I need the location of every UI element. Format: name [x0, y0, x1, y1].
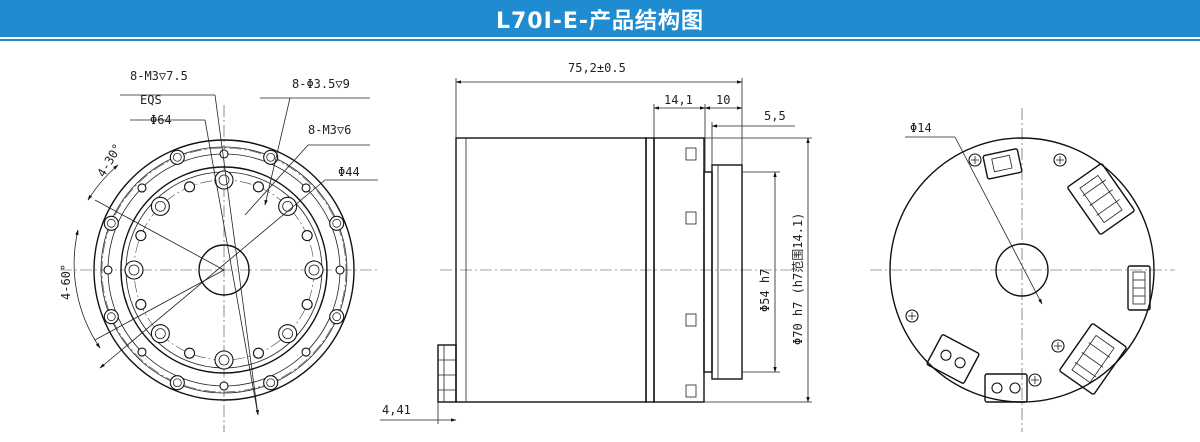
flange-hole — [263, 375, 279, 391]
flange-notch — [301, 347, 311, 357]
callout-tapped-holes-inner: 8-M3▽6 — [308, 123, 351, 137]
side-view: 75,2±0.5 14,1 10 5,5 4,41 Φ54 h7 Φ70 h7 … — [380, 61, 812, 424]
tapped-hole — [124, 260, 144, 280]
dim-diameter-54: Φ54 h7 — [758, 269, 772, 312]
tapped-hole — [150, 324, 170, 344]
through-hole — [135, 298, 147, 310]
flange-notch — [137, 183, 147, 193]
connector-bottom — [984, 373, 1028, 403]
connector-right — [1127, 265, 1151, 311]
callout-pcd-inner: Φ44 — [338, 165, 360, 179]
screw-icon — [1051, 339, 1065, 353]
connector-top — [982, 148, 1023, 180]
flange-hole — [329, 215, 345, 231]
screw-icon — [968, 153, 982, 167]
through-hole — [301, 230, 313, 242]
callout-through-holes: 8-Φ3.5▽9 — [292, 77, 350, 91]
through-hole — [135, 230, 147, 242]
screw-icon — [1028, 373, 1042, 387]
screw-icon — [905, 309, 919, 323]
callout-bore: Φ14 — [910, 121, 932, 135]
flange-notch — [219, 149, 229, 159]
connector-bottom-right — [1059, 323, 1127, 395]
flange-hole — [263, 149, 279, 165]
title-banner: L70I-E-产品结构图 — [0, 0, 1200, 37]
flange-notch — [301, 183, 311, 193]
callout-eqs: EQS — [140, 93, 162, 107]
dim-diameter-70: Φ70 h7 (h7范围14.1) — [791, 213, 805, 345]
tapped-hole — [304, 260, 324, 280]
flange-hole — [103, 215, 119, 231]
flange-notch — [335, 265, 345, 275]
screw-icon — [1053, 153, 1067, 167]
connector-bottom-left — [926, 334, 980, 384]
flange-hole — [103, 309, 119, 325]
flange-notch — [137, 347, 147, 357]
banner-underline — [0, 39, 1200, 41]
flange-notch — [219, 381, 229, 391]
dim-overall-length: 75,2±0.5 — [568, 61, 626, 75]
page-title: L70I-E-产品结构图 — [495, 8, 705, 34]
callout-pcd-outer: Φ64 — [150, 113, 172, 127]
callout-tapped-holes-outer: 8-M3▽7.5 — [130, 69, 188, 83]
rear-view: Φ14 — [870, 108, 1175, 432]
through-hole — [252, 181, 264, 193]
callout-angle-60: 4-60° — [59, 264, 73, 300]
engineering-drawing: 8-M3▽7.5 EQS Φ64 8-Φ3.5▽9 8-M3▽6 Φ44 4-3… — [59, 61, 1175, 432]
through-hole — [252, 347, 264, 359]
flange-hole — [169, 149, 185, 165]
tapped-hole — [214, 350, 234, 370]
callout-angle-30: 4-30° — [94, 141, 124, 179]
tapped-hole — [278, 324, 298, 344]
tapped-hole — [150, 196, 170, 216]
dim-length-5-5: 5,5 — [764, 109, 786, 123]
dim-length-14-1: 14,1 — [664, 93, 693, 107]
through-hole — [184, 347, 196, 359]
flange-hole — [329, 309, 345, 325]
dim-length-4-41: 4,41 — [382, 403, 411, 417]
through-hole — [301, 298, 313, 310]
flange-hole — [169, 375, 185, 391]
tapped-hole — [278, 196, 298, 216]
tapped-hole — [214, 170, 234, 190]
connector-top-right — [1067, 163, 1135, 235]
front-view: 8-M3▽7.5 EQS Φ64 8-Φ3.5▽9 8-M3▽6 Φ44 4-3… — [59, 69, 378, 432]
flange-notch — [103, 265, 113, 275]
through-hole — [184, 181, 196, 193]
dim-length-10: 10 — [716, 93, 730, 107]
